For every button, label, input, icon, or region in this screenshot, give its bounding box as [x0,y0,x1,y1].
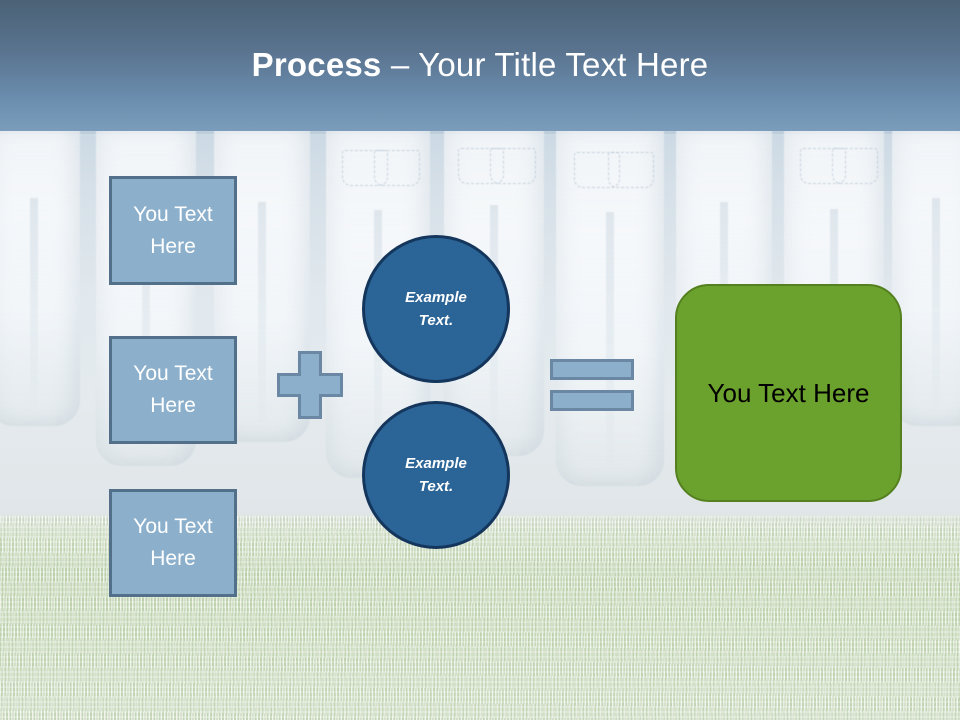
jeans-pocket [608,152,654,188]
equals-bottom-bar [550,390,634,411]
step-box-2[interactable]: You Text Here [109,336,237,444]
step-box-2-line1: You Text [133,362,213,385]
step-box-3-line1: You Text [133,515,213,538]
step-box-2-line2: Here [150,394,196,417]
step-box-1-line2: Here [150,234,196,258]
jeans-item [556,126,664,486]
example-circle-2-label: Example Text. [405,452,467,498]
page-title: Process – Your Title Text Here [0,46,960,84]
equals-top-bar [550,359,634,380]
jeans-item [0,126,80,426]
jeans-item [892,126,960,426]
plus-operator-icon [277,351,343,419]
step-box-1-label: You Text Here [133,199,212,263]
example-circle-2-line1: Example [405,455,467,472]
result-box-label: You Text Here [707,377,870,408]
step-box-1-line1: You Text [133,202,213,226]
example-circle-1-label: Example Text. [405,286,467,332]
jeans-pocket [374,150,420,186]
jeans-pocket [800,148,846,184]
jeans-pocket [574,152,620,188]
title-band: Process – Your Title Text Here [0,0,960,131]
jeans-pocket [490,148,536,184]
step-box-3-line2: Here [150,547,196,570]
title-regular-part: – Your Title Text Here [381,46,709,83]
jeans-pocket [458,148,504,184]
step-box-3[interactable]: You Text Here [109,489,237,597]
example-circle-2-line2: Text. [418,478,454,495]
jeans-pocket [342,150,388,186]
step-box-1[interactable]: You Text Here [109,176,237,285]
example-circle-1[interactable]: Example Text. [362,235,510,383]
step-box-3-label: You Text Here [133,511,212,575]
example-circle-1-line1: Example [405,289,467,306]
title-bold-part: Process [251,46,382,83]
equals-operator-icon [550,359,634,411]
result-box[interactable]: You Text Here [675,284,902,502]
jeans-pocket [832,148,878,184]
example-circle-1-line2: Text. [418,312,454,329]
plus-inner-vertical [301,354,319,416]
example-circle-2[interactable]: Example Text. [362,401,510,549]
step-box-2-label: You Text Here [133,358,212,422]
